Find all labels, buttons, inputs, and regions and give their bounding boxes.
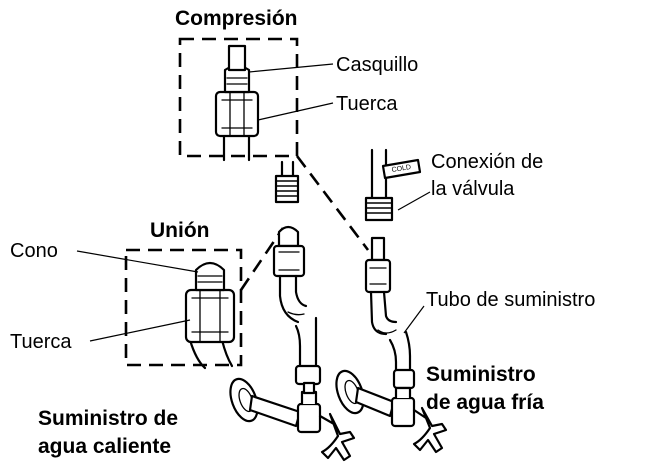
tubo-leader — [403, 305, 425, 334]
hot-valve-icon — [229, 377, 356, 462]
tuerca-bottom-label: Tuerca — [10, 331, 72, 353]
tubo-label: Tubo de suministro — [426, 289, 595, 311]
cold-tag-text: COLD — [391, 164, 411, 174]
compression-fitting-icon — [214, 44, 260, 162]
cold-supply-assembly: COLD — [364, 148, 422, 390]
cold-supply-caption-1: Suministro — [426, 363, 536, 386]
conexion-label-2: la válvula — [431, 178, 515, 200]
compression-callout-line — [295, 155, 370, 251]
hot-supply-caption-1: Suministro de — [38, 407, 178, 430]
conexion-leader — [397, 191, 431, 211]
cono-label: Cono — [10, 240, 58, 262]
union-inset: Unión Cono Tuerca — [10, 219, 243, 370]
cold-valve-icon — [335, 369, 448, 454]
union-title: Unión — [150, 219, 209, 242]
union-fitting-icon — [184, 261, 236, 370]
compression-title: Compresión — [175, 7, 298, 30]
cold-tag — [381, 158, 422, 180]
tuerca-top-label: Tuerca — [336, 93, 398, 115]
union-dashed-frame — [124, 248, 243, 367]
compression-dashed-frame — [178, 37, 299, 158]
hot-supply-caption-2: agua caliente — [38, 435, 171, 458]
compression-inset: Compresión Casquillo Tuerca — [175, 7, 418, 162]
union-callout-line — [239, 227, 285, 291]
casquillo-label: Casquillo — [336, 54, 418, 76]
casquillo-leader — [248, 63, 334, 73]
hot-supply-assembly — [272, 160, 322, 386]
tuerca-bottom-leader — [89, 319, 191, 342]
tuerca-top-leader — [257, 102, 334, 121]
cono-leader — [76, 250, 199, 273]
conexion-label-1: Conexión de — [431, 151, 543, 173]
cold-supply-caption-2: de agua fría — [426, 391, 544, 414]
